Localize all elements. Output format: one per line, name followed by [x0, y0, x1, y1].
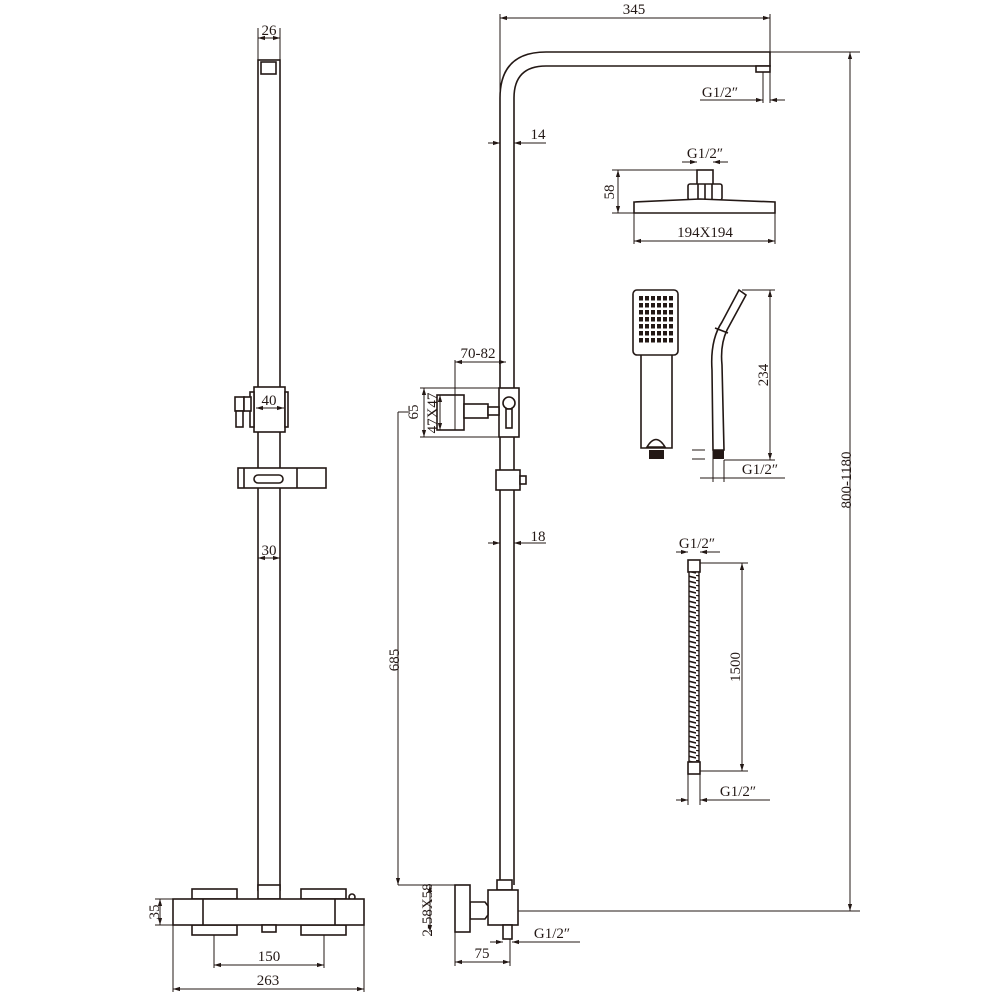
- dim-263: 263: [257, 973, 280, 989]
- spray-nozzle: [645, 338, 649, 343]
- spray-nozzle: [645, 296, 649, 301]
- spray-nozzle: [645, 317, 649, 322]
- spray-nozzle: [651, 331, 655, 336]
- spray-nozzle: [639, 296, 643, 301]
- spray-nozzle: [645, 310, 649, 315]
- dim-150: 150: [258, 949, 281, 965]
- spray-nozzle: [651, 317, 655, 322]
- spray-nozzle: [663, 310, 667, 315]
- right-view: 345 G1/2″ 14 70-82 65 47X47: [387, 2, 860, 966]
- spray-nozzle: [663, 338, 667, 343]
- top-cap: [260, 61, 277, 75]
- wall-connector: [454, 879, 519, 940]
- spray-nozzle: [663, 296, 667, 301]
- head-shower: G1/2″ 58 194X194: [602, 146, 776, 244]
- spray-nozzle: [669, 331, 673, 336]
- hand-shower-side: [710, 288, 748, 451]
- dim-26: 26: [262, 23, 278, 39]
- dim-40: 40: [262, 393, 277, 409]
- spray-nozzle: [669, 338, 673, 343]
- dim-30: 30: [262, 543, 277, 559]
- diverter: 70-82 65 47X47: [406, 346, 520, 438]
- spray-nozzle: [657, 331, 661, 336]
- spray-nozzle: [663, 331, 667, 336]
- soap-dish: [237, 467, 327, 489]
- bar-holder: 40: [234, 386, 289, 433]
- hand-thread-label: G1/2″: [742, 462, 778, 478]
- arm-thread-label: G1/2″: [702, 85, 738, 101]
- spray-nozzle: [669, 296, 673, 301]
- spray-nozzle: [639, 303, 643, 308]
- spray-nozzle: [639, 317, 643, 322]
- dim-65: 65: [406, 405, 422, 420]
- thermostatic-valve: [172, 884, 365, 936]
- spray-nozzle: [663, 317, 667, 322]
- top-fitting-dimension: 26: [257, 23, 281, 60]
- dim-47x47: 47X47: [425, 392, 441, 433]
- dim-18: 18: [531, 529, 546, 545]
- spray-nozzle: [669, 317, 673, 322]
- spray-nozzle: [639, 331, 643, 336]
- spray-nozzle: [657, 296, 661, 301]
- hose-thread-top: G1/2″: [679, 536, 715, 552]
- hose-thread-bottom: G1/2″: [720, 784, 756, 800]
- dim-234: 234: [756, 363, 772, 386]
- spray-nozzle: [657, 324, 661, 329]
- spray-nozzle: [645, 331, 649, 336]
- dim-70-82: 70-82: [461, 346, 496, 362]
- spray-nozzle: [669, 303, 673, 308]
- left-view: 26 40 30: [147, 23, 365, 992]
- dim-1500: 1500: [728, 652, 744, 682]
- spray-nozzle: [639, 324, 643, 329]
- spray-nozzle-grid: [639, 296, 673, 343]
- dim-2-58x58: 2-58X58: [420, 883, 436, 936]
- outlet-thread-label: G1/2″: [534, 926, 570, 942]
- hose: G1/2″ 1500 G1/2″: [676, 536, 770, 805]
- spray-nozzle: [669, 324, 673, 329]
- shower-arm: [499, 51, 771, 885]
- spray-nozzle: [669, 310, 673, 315]
- spray-nozzle: [651, 303, 655, 308]
- spray-nozzle: [657, 338, 661, 343]
- spray-nozzle: [663, 324, 667, 329]
- dim-75: 75: [475, 946, 490, 962]
- spray-nozzle: [639, 338, 643, 343]
- dim-194x194: 194X194: [677, 225, 733, 241]
- slider: [495, 469, 527, 491]
- dim-345: 345: [623, 2, 646, 18]
- dim-14: 14: [531, 127, 547, 143]
- spray-nozzle: [651, 310, 655, 315]
- spray-nozzle: [645, 303, 649, 308]
- head-thread-label: G1/2″: [687, 146, 723, 162]
- spray-nozzle: [639, 310, 643, 315]
- hand-shower: 234 G1/2″: [632, 288, 785, 482]
- dim-800-1180: 800-1180: [839, 452, 855, 509]
- dim-35: 35: [147, 905, 163, 920]
- dim-685: 685: [387, 649, 403, 672]
- spray-nozzle: [651, 296, 655, 301]
- spray-nozzle: [651, 324, 655, 329]
- spray-nozzle: [657, 310, 661, 315]
- spray-nozzle: [657, 317, 661, 322]
- spray-nozzle: [663, 303, 667, 308]
- spray-nozzle: [651, 338, 655, 343]
- spray-nozzle: [657, 303, 661, 308]
- spray-nozzle: [645, 324, 649, 329]
- dim-58: 58: [602, 185, 618, 200]
